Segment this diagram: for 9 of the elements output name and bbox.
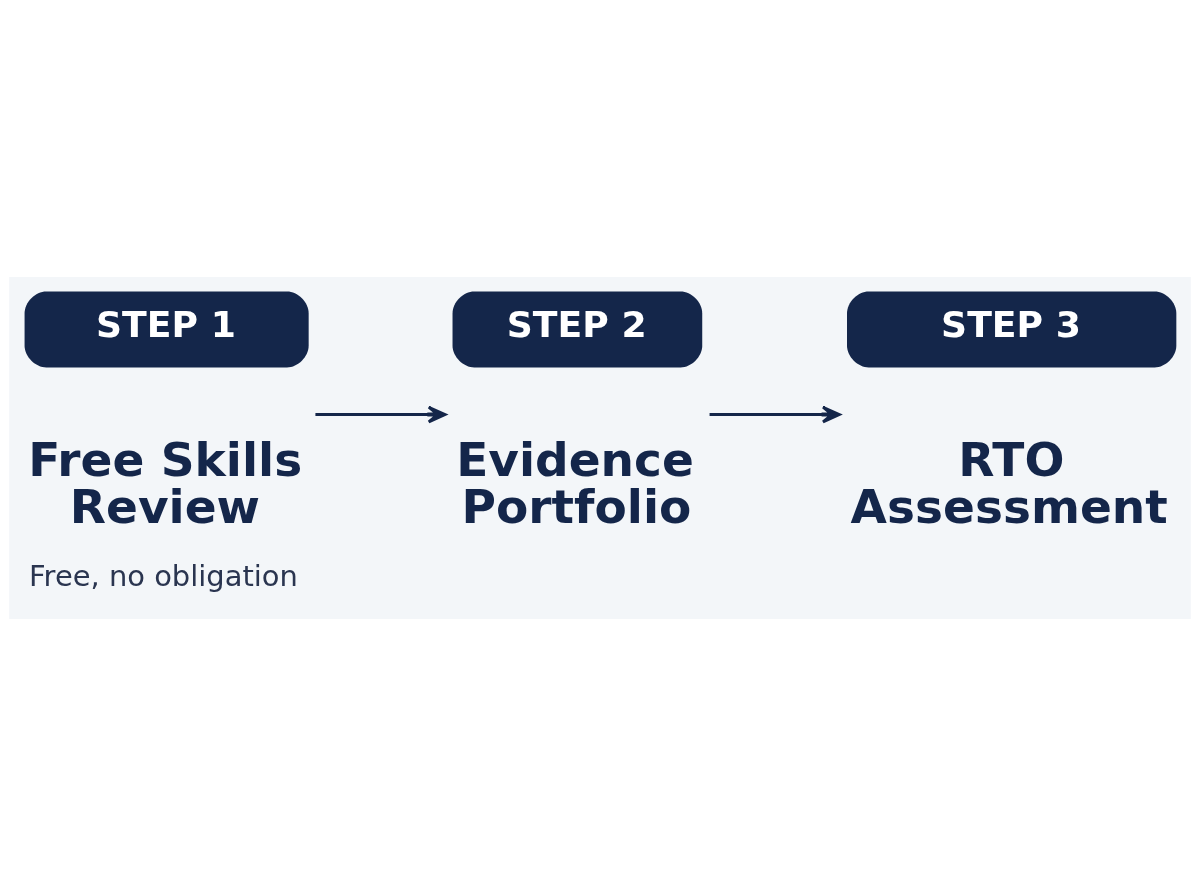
arrow [315, 405, 447, 424]
node-label: RTO Assessment [850, 431, 1168, 534]
node-box: STEP 2 [452, 291, 703, 368]
arrow [709, 405, 841, 424]
node-box: STEP 3 [847, 291, 1177, 368]
label: Free, no obligation [29, 559, 298, 594]
node-label: Evidence Portfolio [456, 431, 694, 534]
node-label: Free Skills Review [28, 431, 303, 534]
node-box: STEP 1 [24, 291, 309, 368]
